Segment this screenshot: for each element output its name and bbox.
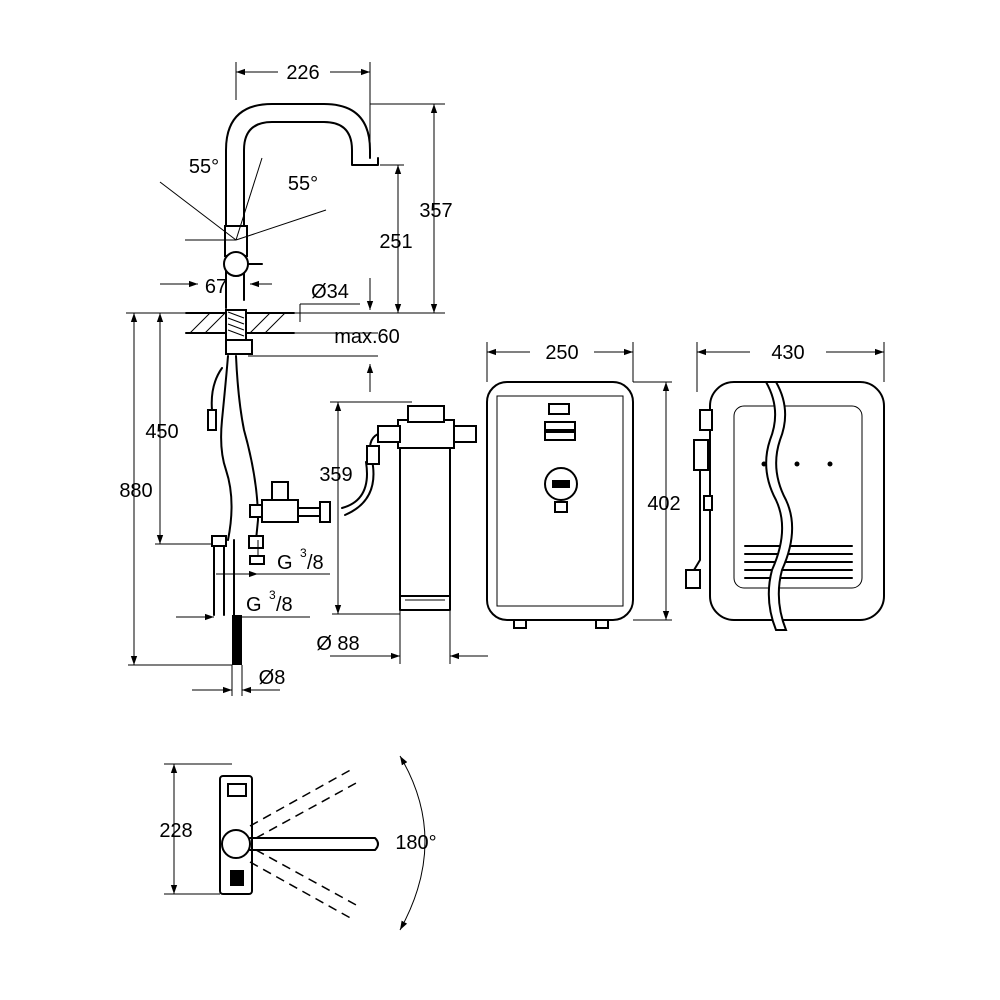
boiler-depth-label: 430 — [771, 342, 804, 364]
thread-lower-label: G — [246, 594, 262, 616]
boiler-width-label: 250 — [545, 342, 578, 364]
under-sink-length-label: 450 — [145, 421, 178, 443]
dimension-labels: 226 357 251 55° 55° 67 Ø34 max.60 450 88… — [119, 62, 804, 854]
swivel-angle-label: 180° — [395, 832, 436, 854]
faucet-top-view — [219, 755, 426, 931]
lever-angle-front-label: 55° — [189, 156, 219, 178]
thread-lower-sub: /8 — [276, 594, 293, 616]
body-depth-label: 67 — [205, 276, 227, 298]
filter-height-label: 359 — [319, 464, 352, 486]
filter-unit — [341, 405, 477, 611]
thread-lower-sup: 3 — [269, 588, 276, 602]
max-counter-thickness-label: max.60 — [334, 326, 400, 348]
thread-upper-sup: 3 — [300, 546, 307, 560]
boiler-side-view — [685, 381, 885, 631]
boiler-height-label: 402 — [647, 493, 680, 515]
faucet-spout-height-label: 251 — [379, 231, 412, 253]
faucet-height-total-label: 357 — [419, 200, 452, 222]
filter-diameter-label: Ø 88 — [316, 633, 359, 655]
shank-diameter-label: Ø34 — [311, 281, 349, 303]
thread-upper-label: G — [277, 552, 293, 574]
thread-upper-sub: /8 — [307, 552, 324, 574]
faucet-side-view — [159, 103, 379, 665]
faucet-width-label: 226 — [286, 62, 319, 84]
total-length-label: 880 — [119, 480, 152, 502]
hose-diameter-label: Ø8 — [259, 667, 286, 689]
dimension-lines — [126, 62, 885, 895]
boiler-front-view — [486, 381, 634, 629]
lever-angle-back-label: 55° — [288, 173, 318, 195]
top-view-length-label: 228 — [159, 820, 192, 842]
